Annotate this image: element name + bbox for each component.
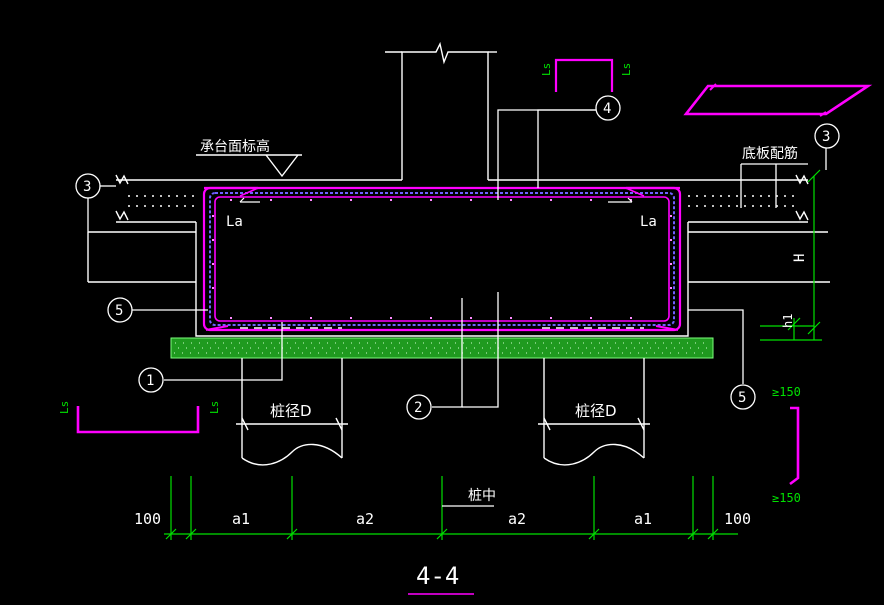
ls-left-left-label: Ls	[58, 401, 71, 414]
anchor-left-label: La	[226, 214, 243, 230]
rebar-shape-4	[554, 58, 614, 92]
dim-a1-left: a1	[232, 510, 250, 528]
ls-top-right-label: Ls	[620, 63, 633, 76]
pile-center-label: 桩中	[468, 487, 496, 504]
section-title: 4-4	[416, 562, 459, 590]
height-label: H	[792, 254, 808, 262]
ls-left-right-label: Ls	[208, 401, 221, 414]
pile-cap-outline	[87, 174, 830, 337]
dim-a2-left: a2	[356, 510, 374, 528]
piles	[236, 358, 650, 466]
rebar-shape-1	[76, 406, 200, 434]
dim-100-right: 100	[724, 510, 751, 528]
height-dimension	[760, 169, 822, 341]
dim-a1-right: a1	[634, 510, 652, 528]
cap-top-elevation-label: 承台面标高	[200, 138, 270, 155]
elevation-marker	[196, 154, 302, 178]
pile-dia-left-label: 桩径D	[270, 402, 312, 420]
bedding-speckles	[174, 342, 710, 354]
callout-leaders	[87, 109, 827, 408]
la-marks	[239, 197, 633, 203]
bottom-dimension-chain	[164, 476, 738, 540]
callout-circles	[75, 95, 840, 420]
min-top-label: ≥150	[772, 385, 801, 399]
callout-2: 2	[414, 400, 422, 416]
bottom-rebar-label: 底板配筋	[742, 145, 798, 162]
ls-top-left-label: Ls	[540, 63, 553, 76]
callout-3-right: 3	[822, 129, 830, 145]
bottom-offset-label: h1	[781, 314, 795, 328]
dim-100-left: 100	[134, 510, 161, 528]
pile-dia-right-label: 桩径D	[575, 402, 617, 420]
callout-5-right: 5	[738, 390, 746, 406]
dim-a2-right: a2	[508, 510, 526, 528]
callout-5-left: 5	[115, 303, 123, 319]
callout-3-left: 3	[83, 179, 91, 195]
rebar-shape-3	[683, 83, 873, 117]
column	[385, 41, 497, 180]
callout-4: 4	[603, 101, 611, 117]
rebar-cage	[202, 186, 682, 332]
min-bottom-label: ≥150	[772, 491, 801, 505]
anchor-right-label: La	[640, 214, 657, 230]
rebar-shape-5	[789, 406, 800, 486]
callout-1-label: 1	[146, 373, 154, 389]
